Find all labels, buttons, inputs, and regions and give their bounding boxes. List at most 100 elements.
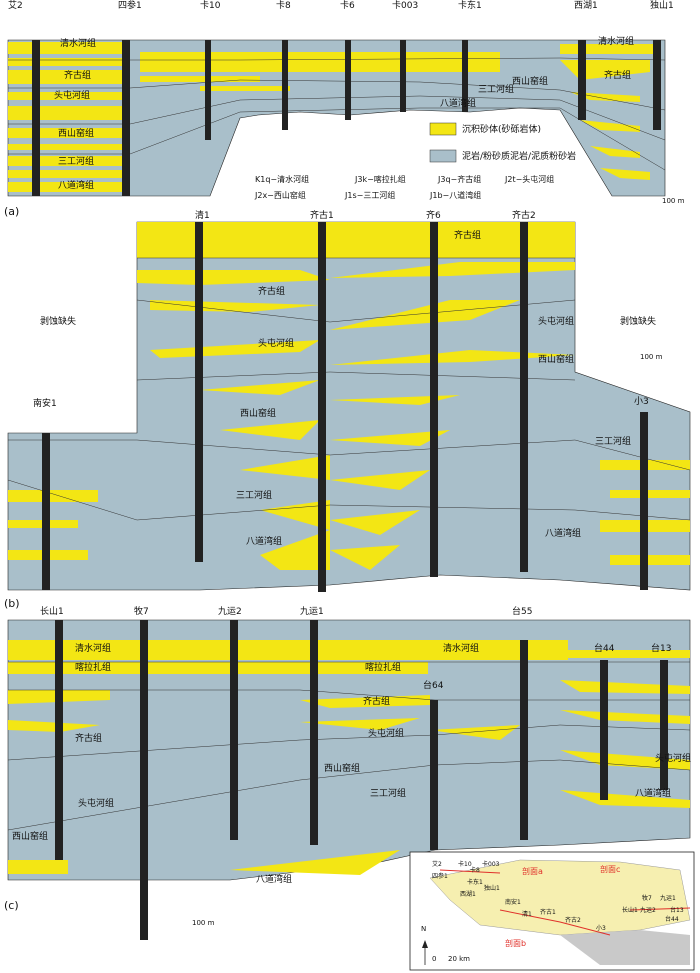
legend-sand-label: 沉积砂体(砂砾岩体): [462, 123, 541, 135]
well-label-a: 卡003: [392, 1, 419, 11]
formation-label: 剥蚀缺失: [40, 317, 77, 327]
legend-mud-swatch: [429, 149, 457, 163]
well-label-a: 卡东1: [458, 1, 482, 11]
abbrev-label: J2t−头屯河组: [505, 175, 555, 184]
map-place: 南安1: [505, 899, 521, 906]
formation-label: 三工河组: [595, 437, 632, 447]
well-label-b: 清1: [195, 211, 210, 221]
well-label-a: 独山1: [650, 1, 674, 11]
abbrev-label: J3q−齐古组: [438, 175, 482, 184]
well-label-c: 九运1: [300, 607, 324, 617]
formation-label: 三工河组: [236, 491, 273, 501]
formation-label: 头屯河组: [54, 91, 91, 101]
formation-label: 头屯河组: [655, 754, 692, 764]
formation-label: 头屯河组: [538, 317, 575, 327]
map-place: 卡东1: [467, 879, 483, 886]
well-label-c: 台64: [423, 681, 444, 691]
panel-label-a: (a): [4, 205, 20, 218]
formation-label: 头屯河组: [78, 799, 115, 809]
well-label-a: 卡6: [340, 1, 355, 11]
well-label-a: 卡10: [200, 1, 221, 11]
formation-label: 齐古组: [454, 231, 482, 241]
panel-a-well-columns: [32, 40, 661, 196]
formation-label: 西山窑组: [538, 355, 575, 365]
map-place: 小3: [596, 925, 606, 932]
inset-map-basin-area: [429, 859, 691, 936]
profile-c-line: [629, 907, 691, 911]
panel-a-correlation-lines: [8, 57, 666, 171]
formation-label: 喀拉扎组: [365, 663, 402, 673]
scale-label-b: 100 m: [640, 353, 663, 361]
panel-label-c: (c): [4, 899, 19, 912]
map-place: 九运1: [660, 895, 676, 902]
formation-label: 喀拉扎组: [75, 663, 112, 673]
panel-label-b: (b): [4, 597, 20, 610]
formation-label: 八道湾组: [58, 181, 95, 191]
formation-label: 齐古组: [258, 287, 286, 297]
inset-map-north-arrow: [422, 940, 428, 965]
well-label-c: 九运2: [218, 607, 242, 617]
well-label-b: 齐古2: [512, 211, 536, 221]
formation-label: 齐古组: [363, 697, 391, 707]
well-label-c: 台13: [651, 644, 672, 654]
map-scale-label: 20 km: [448, 955, 471, 963]
inset-map-mountain-area: [560, 930, 690, 965]
well-label-a: 卡8: [276, 1, 291, 11]
formation-label: 清水河组: [75, 644, 112, 654]
formation-label: 清水河组: [598, 37, 635, 47]
well-label-c: 长山1: [40, 607, 64, 617]
formation-label: 八道湾组: [246, 537, 283, 547]
well-label-b: 小3: [634, 397, 649, 407]
formation-label: 八道湾组: [440, 99, 477, 109]
map-place: 艾2: [432, 861, 442, 868]
well-label-b: 齐6: [426, 211, 441, 221]
panel-c-well-columns: [55, 620, 668, 940]
formation-label: 西山窑组: [58, 129, 95, 139]
formation-label: 三工河组: [58, 157, 95, 167]
scale-label-a: 100 m: [662, 197, 685, 205]
map-place: 九运2: [640, 907, 656, 914]
abbrev-label: K1q−清水河组: [255, 175, 310, 184]
map-profile-b: 剖面b: [505, 939, 527, 948]
well-label-a: 艾2: [8, 1, 23, 11]
formation-label: 三工河组: [478, 85, 515, 95]
map-place: 齐古2: [565, 917, 581, 924]
map-place: 清1: [522, 911, 532, 918]
well-label-c: 台55: [512, 607, 533, 617]
panel-b: [7, 221, 691, 592]
formation-label: 八道湾组: [635, 789, 672, 799]
formation-label: 清水河组: [443, 644, 480, 654]
map-scale-zero: 0: [432, 955, 437, 963]
map-place: 卡8: [470, 867, 480, 874]
well-label-a: 四参1: [118, 1, 142, 11]
legend: 沉积砂体(砂砾岩体) 泥岩/粉砂质泥岩/泥质粉砂岩: [429, 122, 576, 163]
well-label-b: 南安1: [33, 399, 57, 409]
panel-c: [7, 619, 691, 940]
formation-label: 齐古组: [604, 71, 632, 81]
formation-label: 八道湾组: [545, 529, 582, 539]
formation-label: 头屯河组: [258, 339, 295, 349]
formation-label: 齐古组: [75, 734, 103, 744]
map-profile-a: 剖面a: [522, 867, 543, 876]
map-place: 长山1: [622, 907, 638, 914]
map-place: 齐古1: [540, 909, 556, 916]
formation-label: 清水河组: [60, 39, 97, 49]
map-place: 卡10: [458, 861, 472, 868]
formation-label: 西山窑组: [12, 832, 49, 842]
map-place: 四参1: [432, 873, 448, 880]
map-place: 独山1: [484, 885, 500, 892]
formation-label: 西山窑组: [324, 764, 361, 774]
abbrev-label: J3k−喀拉扎组: [355, 175, 406, 184]
formation-label: 西山窑组: [512, 77, 549, 87]
formation-label: 剥蚀缺失: [620, 317, 657, 327]
panel-a: [7, 39, 666, 197]
map-place: 牧7: [642, 895, 652, 902]
formation-label: 头屯河组: [368, 729, 405, 739]
formation-label: 西山窑组: [240, 409, 277, 419]
well-label-c: 牧7: [134, 607, 149, 617]
legend-mud-label: 泥岩/粉砂质泥岩/泥质粉砂岩: [462, 150, 576, 162]
map-place: 西湖1: [460, 891, 476, 898]
profile-b-line: [499, 909, 611, 936]
map-place: 台44: [665, 916, 679, 923]
